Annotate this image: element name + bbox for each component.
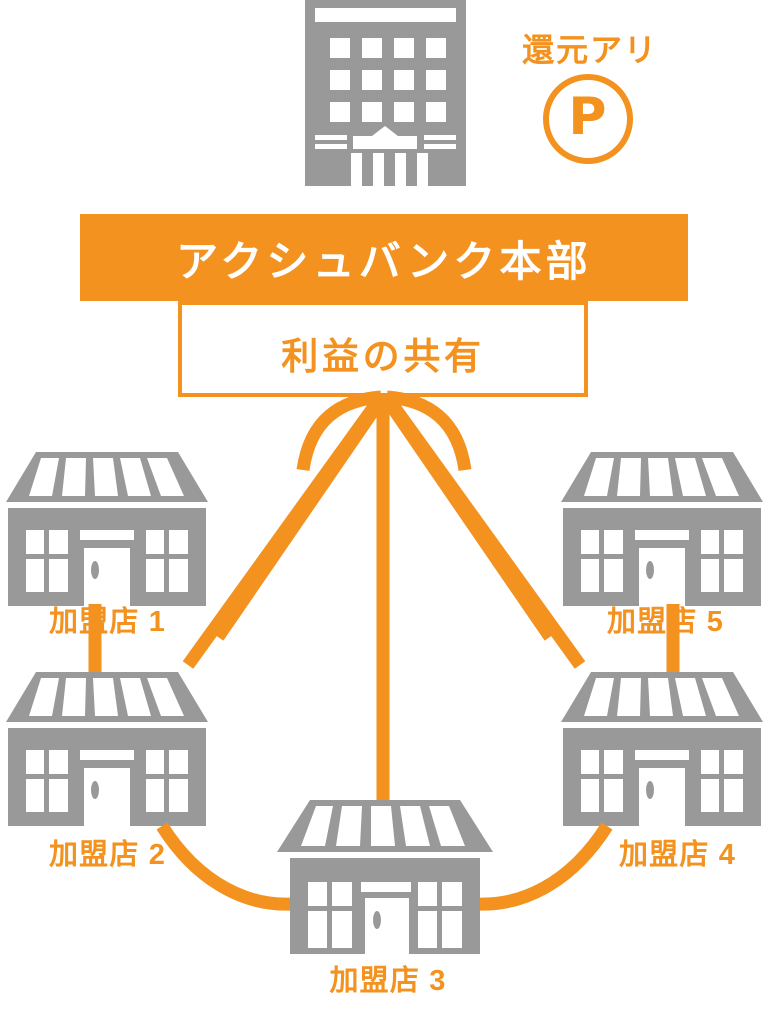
hub-line-to-shop-5 <box>386 390 472 472</box>
hub-ray-left <box>212 394 388 641</box>
kangen-ari-label: 還元アリ <box>522 32 658 68</box>
bank-building-icon <box>305 0 466 186</box>
storefront-icon-shop-2 <box>6 672 208 826</box>
shop-label-2: 加盟店 2 <box>49 839 166 871</box>
profit-share-label: 利益の共有 <box>281 336 485 377</box>
storefront-icon-shop-5 <box>561 452 763 606</box>
storefront-icon-shop-1 <box>6 452 208 606</box>
hub-line-to-shop-1 <box>296 390 382 472</box>
parking-p-glyph: P <box>568 87 608 147</box>
ring-arc-shop2-shop3 <box>156 822 293 911</box>
shop-label-5: 加盟店 5 <box>607 606 724 638</box>
ring-connector-arcs <box>88 604 680 911</box>
profit-share-box <box>178 301 588 397</box>
hq-banner-bar <box>80 214 688 301</box>
ring-arc-shop3-shop4 <box>476 822 613 911</box>
shop-label-1: 加盟店 1 <box>49 606 166 638</box>
circled-p-icon <box>543 74 633 164</box>
hub-connector-lines <box>182 390 586 805</box>
hub-ray-right <box>380 394 556 641</box>
storefront-icon-shop-4 <box>561 672 763 826</box>
hq-banner-label: アクシュバンク本部 <box>176 238 592 285</box>
shop-label-4: 加盟店 4 <box>619 839 736 871</box>
shop-label-3: 加盟店 3 <box>329 965 447 997</box>
storefront-icon-shop-3 <box>277 800 493 954</box>
